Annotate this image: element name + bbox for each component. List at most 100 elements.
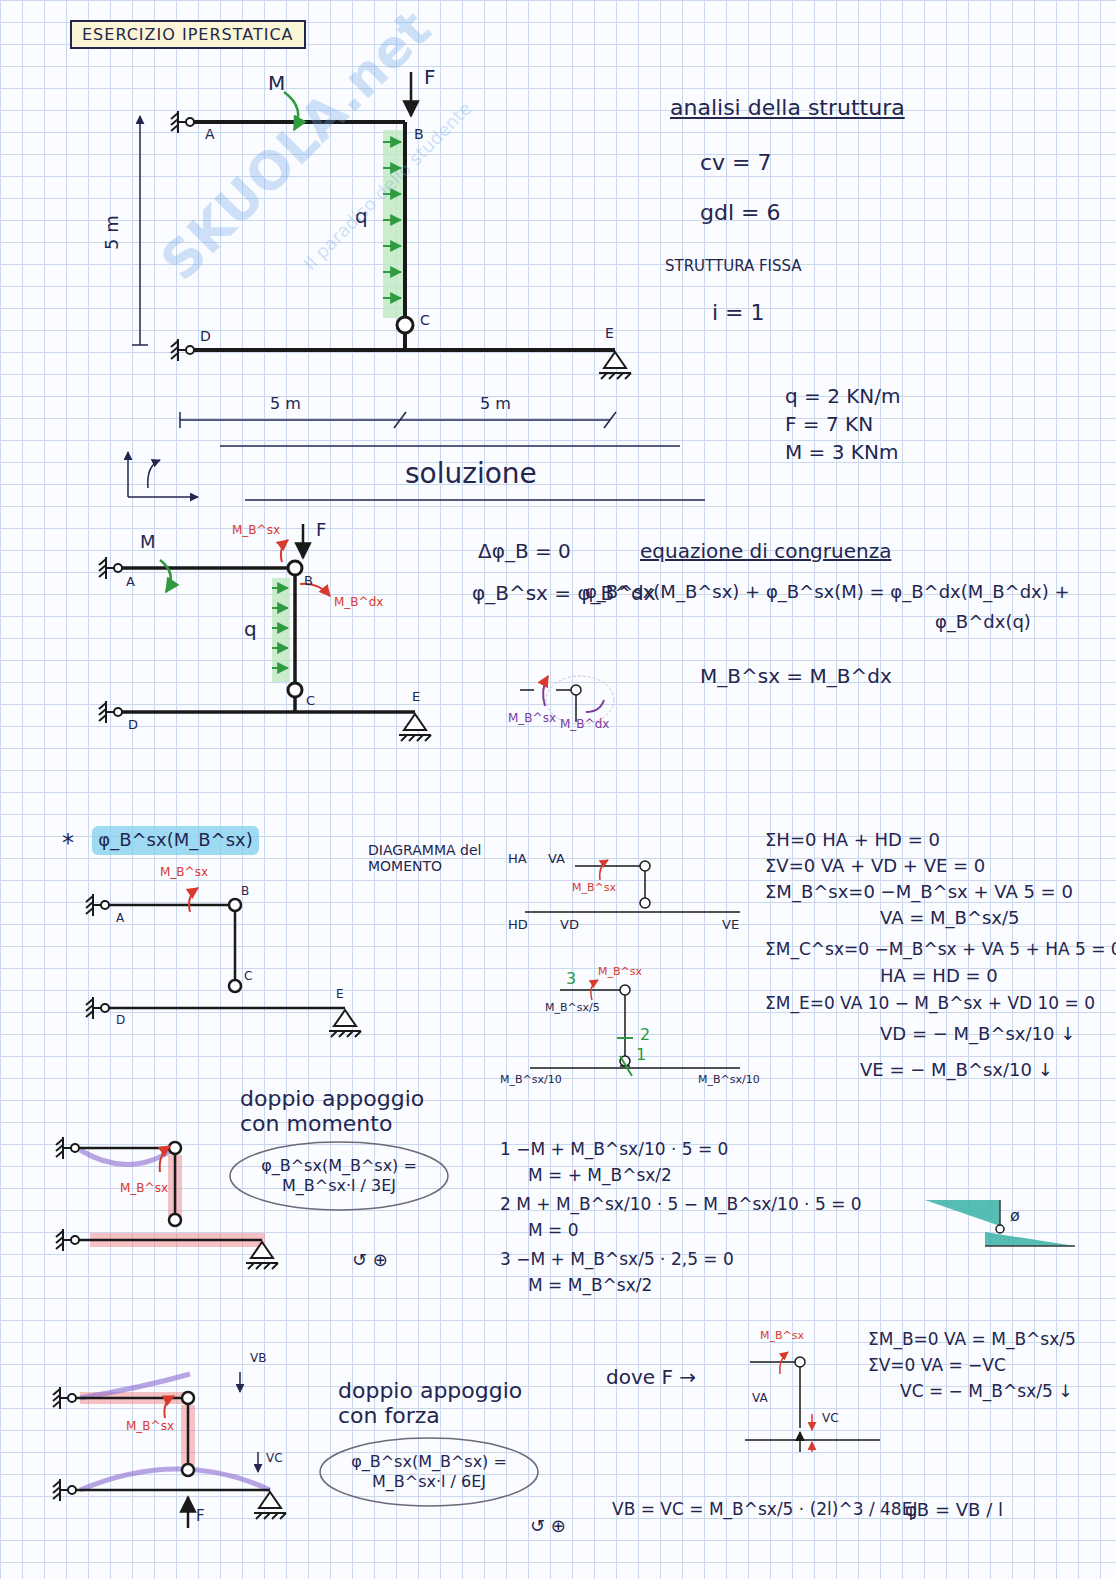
note-text: F [196,1508,205,1525]
free-body-parts [530,980,740,1076]
drawing-path [80,1469,270,1490]
note-text: ↺ ⊕ [530,1516,566,1537]
drawing-line [530,1067,740,1069]
drawing-line [811,1414,813,1430]
drawing-circle [182,1392,194,1404]
note-text: VB [250,1352,266,1366]
note-text: M_B^sx [232,524,280,538]
note-text: D [128,718,138,733]
drawing-line [620,1056,632,1076]
note-text: B [304,574,313,589]
drawing-path [780,1352,788,1374]
note-text: HD [508,918,528,933]
drawing-line [520,689,534,691]
drawing-use [599,352,631,379]
note-text: soluzione [405,458,537,490]
drawing-path [189,888,198,912]
note-text: VB = VC = M_B^sx/5 · (2l)^3 / 48EJ [612,1500,917,1520]
drawing-g [109,905,345,1008]
drawing-use [86,894,109,916]
drawing-line [109,904,229,907]
drawing-line [128,496,198,498]
note-text: F [316,520,326,541]
free-body [525,860,740,912]
drawing-line [575,865,640,867]
main-structure [128,72,631,497]
drawing-line [560,989,620,991]
drawing-line [745,1439,880,1441]
drawing-line [383,219,401,221]
drawing-line [79,1147,169,1150]
note-text: M_B^sx [508,712,556,726]
drawing-line [272,607,288,609]
drawing-path [543,676,548,706]
note-text: M_B^sx/5 [545,1002,600,1015]
note-text: M_B^dx [334,596,383,610]
note-text: STRUTTURA FISSA [665,258,802,275]
note-text: ΣM_B=0 VA = M_B^sx/5 [868,1330,1076,1350]
moment-axis [996,1225,1004,1233]
drawing-circle [397,317,413,333]
drawing-path [160,1146,170,1172]
formula-text: φ_B^sx(M_B^sx) = M_B^sx·l / 6EJ [344,1452,514,1492]
drawing-line [76,1489,270,1492]
note-text: equazione di congruenza [640,540,891,563]
drawing-line [403,122,407,317]
drawing-use [254,1492,286,1519]
drawing-use [329,1010,361,1037]
note-text: M_B^dx [560,718,609,732]
note-text: Δφ_B = 0 [478,540,571,563]
note-text: A [205,126,215,142]
drawing-path [148,460,160,488]
drawing-line [525,911,740,913]
drawing-line [750,1361,795,1363]
formula-ellipse: φ_B^sx(M_B^sx) = M_B^sx·l / 3EJ [228,1140,450,1212]
note-text: ΣM_E=0 VA 10 − M_B^sx + VD 10 = 0 [765,994,1095,1014]
note-text: A [126,575,135,590]
note-text: M [268,72,285,95]
drawing-line [179,412,181,428]
drawing-line [194,348,615,352]
note-text: E [412,690,420,705]
released-structure [99,524,614,741]
drawing-use [86,997,109,1019]
separator-lines [220,446,705,500]
note-text: ΣM_B^sx=0 −M_B^sx + VA 5 = 0 [765,882,1073,903]
note-text: ΣM_C^sx=0 −M_B^sx + VA 5 + HA 5 = 0 [765,940,1116,960]
drawing-circle [182,1464,194,1476]
drawing-line [394,412,406,428]
note-text: q = 2 KN/m [785,385,901,408]
note-text: VC [822,1412,839,1426]
formula-ellipse: φ_B^sx(M_B^sx) = M_B^sx·l / 6EJ [318,1436,540,1508]
note-text: M_B^sx [760,1330,804,1343]
drawing-circle [169,1214,181,1226]
note-text: φB = VB / l [905,1500,1003,1521]
drawing-line [293,697,297,712]
note-text: C [306,694,315,709]
drawing-g [79,1148,262,1240]
drawing-g [272,588,288,668]
note-text: 3 −M + M_B^sx/5 · 2,5 = 0 [500,1250,734,1270]
note-text: ΣV=0 VA = −VC [868,1356,1006,1376]
note-text: doppio appoggio con forza [338,1378,568,1429]
note-text: VD [560,918,579,933]
note-text: VC [266,1452,283,1466]
note-text: gdl = 6 [700,200,780,225]
note-text: ↺ ⊕ [352,1250,388,1271]
drawing-use [56,1137,79,1159]
drawing-line [302,524,305,558]
drawing-rect [181,1405,195,1465]
note-text: M = 0 [528,1221,579,1241]
drawing-use [171,339,194,361]
drawing-circle [229,899,241,911]
note-text: φ_B^dx(q) [935,612,1031,633]
note-text: M_B^sx [160,866,208,880]
drawing-g [76,1398,270,1490]
drawing-line [257,1452,259,1472]
note-text: HA = HD = 0 [880,966,998,987]
drawing-line [410,72,413,116]
note-text: doppio appoggio con momento [240,1086,470,1137]
drawing-line [79,1239,262,1242]
drawing-g [128,116,616,497]
drawing-line [272,667,288,669]
